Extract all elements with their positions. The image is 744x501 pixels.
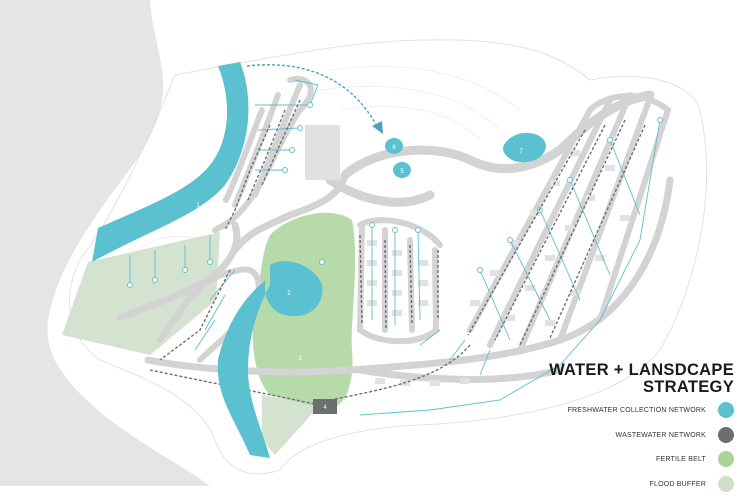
legend-label: FLOOD BUFFER (650, 481, 706, 488)
flood-buffer-swatch-icon (718, 476, 734, 492)
legend-label: FRESHWATER COLLECTION NETWORK (568, 407, 706, 414)
legend-label: FERTILE BELT (656, 456, 706, 463)
legend-label: WASTEWATER NETWORK (616, 432, 706, 439)
title-line-1: WATER + LANSDCAPE (548, 362, 734, 379)
arrowhead-icon (372, 121, 383, 134)
legend-item-wastewater: WASTEWATER NETWORK (560, 428, 740, 453)
legend-item-fertile-belt: FERTILE BELT (560, 452, 740, 477)
wastewater-swatch-icon (718, 427, 734, 443)
legend: FRESHWATER COLLECTION NETWORK WASTEWATER… (560, 403, 740, 501)
freshwater-swatch-icon (718, 402, 734, 418)
legend-item-freshwater: FRESHWATER COLLECTION NETWORK (560, 403, 740, 428)
legend-item-flood-buffer: FLOOD BUFFER (560, 477, 740, 501)
map-title: WATER + LANSDCAPE STRATEGY (548, 362, 734, 396)
fertile-belt-swatch-icon (718, 451, 734, 467)
title-line-2: STRATEGY (548, 379, 734, 396)
